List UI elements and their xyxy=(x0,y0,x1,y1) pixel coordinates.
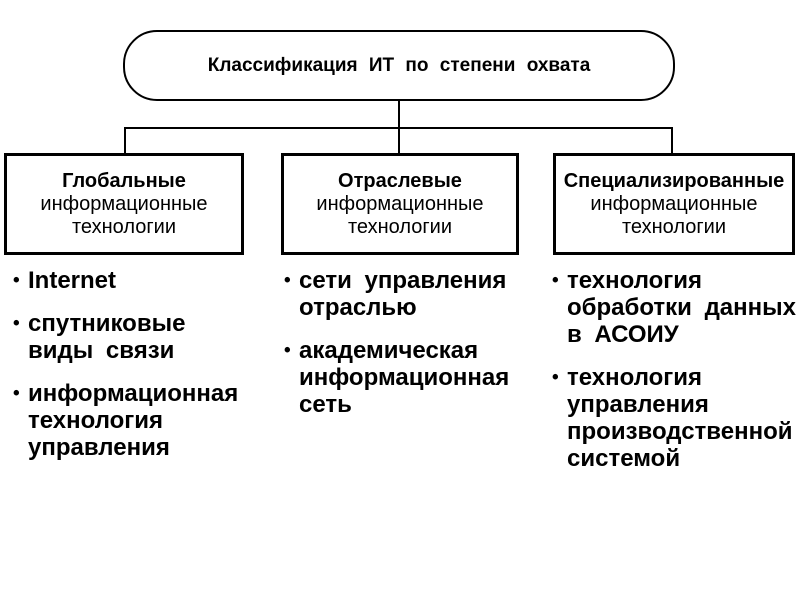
list-item-text: сети управления отраслью xyxy=(299,267,507,321)
branch-node-global: Глобальные информационные технологии xyxy=(4,153,244,255)
branch-node-title: Отраслевые информационные технологии xyxy=(316,170,483,239)
bullet-icon: • xyxy=(552,367,559,388)
branch-subhead-label: информационные технологии xyxy=(40,192,208,238)
list-item: • технология обработки данных в АСОИУ xyxy=(552,267,798,348)
branch-head-label: Специализированные xyxy=(563,169,785,192)
branch-subhead-label: информационные технологии xyxy=(590,192,758,238)
bullet-icon: • xyxy=(284,340,291,361)
bullet-icon: • xyxy=(13,270,20,291)
bullet-icon: • xyxy=(552,270,559,291)
list-item-text: технология управления производственной с… xyxy=(567,364,793,472)
list-item: • спутниковые виды связи xyxy=(13,310,245,364)
bullet-icon: • xyxy=(284,270,291,291)
list-item-text: спутниковые виды связи xyxy=(28,310,186,364)
connector-root-stem xyxy=(398,101,400,128)
list-item-text: технология обработки данных в АСОИУ xyxy=(567,267,796,348)
branch-node-specialized: Специализированные информационные технол… xyxy=(553,153,795,255)
branch-node-title: Специализированные информационные технол… xyxy=(564,170,785,239)
branch-node-industry: Отраслевые информационные технологии xyxy=(281,153,519,255)
list-item-text: академическая информационная сеть xyxy=(299,337,510,418)
branch-node-title: Глобальные информационные технологии xyxy=(40,170,207,239)
branch-head-label: Отраслевые xyxy=(338,169,462,192)
list-item: • Internet xyxy=(13,267,245,294)
bullet-icon: • xyxy=(13,383,20,404)
connector-drop-right xyxy=(671,127,673,154)
root-node: Классификация ИТ по степени охвата xyxy=(123,30,675,101)
branch-head-label: Глобальные xyxy=(62,169,186,192)
list-item-text: информационная технология управления xyxy=(28,380,239,461)
connector-drop-left xyxy=(124,127,126,154)
bullet-list-industry: • сети управления отраслью • академическ… xyxy=(284,267,512,434)
list-item-text: Internet xyxy=(28,267,117,294)
connector-drop-center xyxy=(398,127,400,154)
branch-subhead-label: информационные технологии xyxy=(316,192,484,238)
bullet-list-global: • Internet • спутниковые виды связи • ин… xyxy=(13,267,245,477)
list-item: • академическая информационная сеть xyxy=(284,337,512,418)
root-node-title: Классификация ИТ по степени охвата xyxy=(207,54,591,76)
list-item: • технология управления производственной… xyxy=(552,364,798,472)
bullet-icon: • xyxy=(13,313,20,334)
list-item: • информационная технология управления xyxy=(13,380,245,461)
list-item: • сети управления отраслью xyxy=(284,267,512,321)
bullet-list-specialized: • технология обработки данных в АСОИУ • … xyxy=(552,267,798,488)
